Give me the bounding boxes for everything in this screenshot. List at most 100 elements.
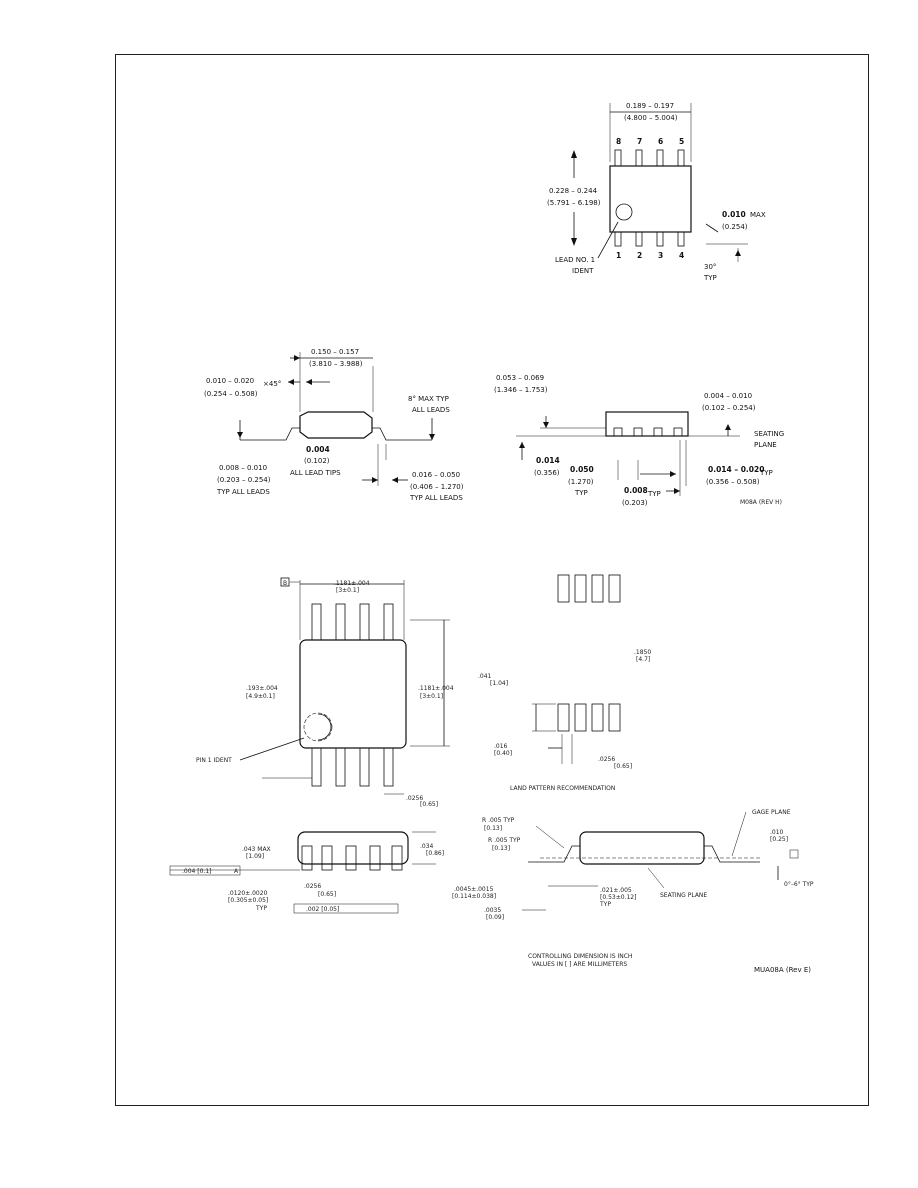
end-rev: M08A (REV H) <box>740 499 782 506</box>
lp-pitch-1: .0256 <box>598 756 615 763</box>
msop-end-view: R .005 TYP [0.13] R .005 TYP [0.13] GAGE… <box>452 809 814 921</box>
pin-2: 2 <box>637 251 642 260</box>
side-body-mm: (3.810 – 3.988) <box>309 360 363 368</box>
pin-8: 8 <box>616 137 621 146</box>
lead-w-2: [0.65] <box>420 801 438 808</box>
pin-6: 6 <box>658 137 663 146</box>
flatness: .004 [0.1] <box>182 868 212 875</box>
pitch-lbl-2: [0.65] <box>318 891 336 898</box>
lead-ident-2: IDENT <box>572 267 594 275</box>
gage-1: .010 <box>770 829 784 836</box>
top-width-in: 0.189 – 0.197 <box>626 102 674 110</box>
r2-2: [0.13] <box>492 845 510 852</box>
foot-3: TYP <box>599 901 611 908</box>
lp-pad-1: .041 <box>478 673 492 680</box>
r2-1: R .005 TYP <box>488 837 521 844</box>
drawing-frame <box>115 54 869 1106</box>
msop-leads-upper <box>311 603 394 643</box>
body-h-1: .034 <box>420 843 434 850</box>
tip-mm: (0.102) <box>304 457 330 465</box>
msop-top-dim-1: .1181±.004 <box>334 580 370 587</box>
top-body <box>609 165 692 233</box>
max-in: 0.010 <box>722 210 746 219</box>
pitch-typ: TYP <box>574 489 588 497</box>
msop-body <box>299 639 407 749</box>
gap-in: 0.008 <box>624 486 648 495</box>
foot-1: .021±.005 <box>600 887 632 894</box>
pin-1: 1 <box>616 251 621 260</box>
r-2: [0.13] <box>484 825 502 832</box>
angle-typ: 0°–6° TYP <box>784 881 814 888</box>
land-pads-upper <box>557 574 621 603</box>
datum-b-box: B <box>283 580 287 587</box>
seating-2: PLANE <box>754 441 777 449</box>
top-width-mm: (4.800 – 5.004) <box>624 114 678 122</box>
msop-top-view: B .1181±.004 [3±0.1] .1181±.004 [3±0.1] … <box>196 577 454 808</box>
thick-in: 0.008 – 0.010 <box>219 464 267 472</box>
msop-side-view: .004 [0.1] A .043 MAX [1.09] .034 [0.86]… <box>169 831 444 914</box>
lead-t-1: .0120±.0020 <box>228 890 268 897</box>
lp-span-1: .1850 <box>634 649 651 656</box>
standoff-in: 0.004 – 0.010 <box>704 392 752 400</box>
end-height-mm: (1.346 – 1.753) <box>494 386 548 394</box>
top-view: 0.189 – 0.197 (4.800 – 5.004) 8 7 6 5 1 … <box>547 102 766 282</box>
notes: CONTROLLING DIMENSION IS INCH VALUES IN … <box>528 953 811 974</box>
end-body <box>605 411 689 437</box>
lw-mm: (0.356 – 0.508) <box>706 478 760 486</box>
angle-typ: TYP <box>703 274 717 282</box>
note-1: CONTROLLING DIMENSION IS INCH <box>528 953 632 960</box>
lead-max-1: 8° MAX TYP <box>408 395 449 403</box>
msop-height-1: .1181±.004 <box>418 685 454 692</box>
thick-1: .0035 <box>484 907 501 914</box>
gap-mm: (0.203) <box>622 499 648 507</box>
lw-in: 0.014 – 0.020 <box>708 465 764 474</box>
msop-pin1-circle <box>303 712 333 742</box>
gage-plane: GAGE PLANE <box>752 809 791 816</box>
drawing-rev: MUA08A (Rev E) <box>754 966 811 974</box>
end-height-in: 0.053 – 0.069 <box>496 374 544 382</box>
pin-4: 4 <box>679 251 684 260</box>
max-mm: (0.254) <box>722 223 748 231</box>
seating-plane: SEATING PLANE <box>660 892 707 899</box>
top-leads-lower <box>614 231 685 247</box>
lead-max-2: ALL LEADS <box>412 406 450 414</box>
lead-w-1: .0256 <box>406 795 423 802</box>
tip-in: 0.004 <box>306 445 330 454</box>
lead-mm: (0.356) <box>534 469 560 477</box>
foot-label: TYP ALL LEADS <box>409 494 463 502</box>
thick-mm: (0.203 – 0.254) <box>217 476 271 484</box>
pin1-ident: PIN 1 IDENT <box>196 757 232 764</box>
pitch-in: 0.050 <box>570 465 594 474</box>
side-body <box>299 411 373 439</box>
lead-t-3: TYP <box>255 905 267 912</box>
side-view: 0.150 – 0.157 (3.810 – 3.988) 0.010 – 0.… <box>204 348 464 502</box>
r-1: R .005 TYP <box>482 817 515 824</box>
lp-pitch-2: [0.65] <box>614 763 632 770</box>
datum-a: A <box>234 868 239 875</box>
pin-5: 5 <box>679 137 684 146</box>
msop-side-body <box>297 831 409 865</box>
gage-2: [0.25] <box>770 836 788 843</box>
foot-2: [0.53±0.12] <box>600 894 636 901</box>
lead-t-2: [0.305±0.05] <box>228 897 268 904</box>
top-height-mm: (5.791 – 6.198) <box>547 199 601 207</box>
land-pattern: .1850 [4.7] .041 [1.04] .016 [0.40] .025… <box>478 574 651 792</box>
standoff-1: .0045±.0015 <box>454 886 494 893</box>
msop-height-2: [3±0.1] <box>420 693 443 700</box>
max-h-2: [1.09] <box>246 853 264 860</box>
lw-typ: TYP <box>759 469 773 477</box>
standoff-mm: (0.102 – 0.254) <box>702 404 756 412</box>
max-word: MAX <box>750 211 766 219</box>
pitch-lbl-1: .0256 <box>304 883 321 890</box>
pitch-mm: (1.270) <box>568 478 594 486</box>
chamfer-suffix: ×45° <box>263 380 281 388</box>
seating-1: SEATING <box>754 430 784 438</box>
msop-top-dim-2: [3±0.1] <box>336 587 359 594</box>
lp-w-2: [0.40] <box>494 750 512 757</box>
pin1-dot <box>615 203 633 221</box>
chamfer-mm: (0.254 – 0.508) <box>204 390 258 398</box>
tol-box: .002 [0.05] <box>306 906 339 913</box>
thick-2: [0.09] <box>486 914 504 921</box>
max-h-1: .043 MAX <box>242 846 271 853</box>
body-h-2: [0.86] <box>426 850 444 857</box>
